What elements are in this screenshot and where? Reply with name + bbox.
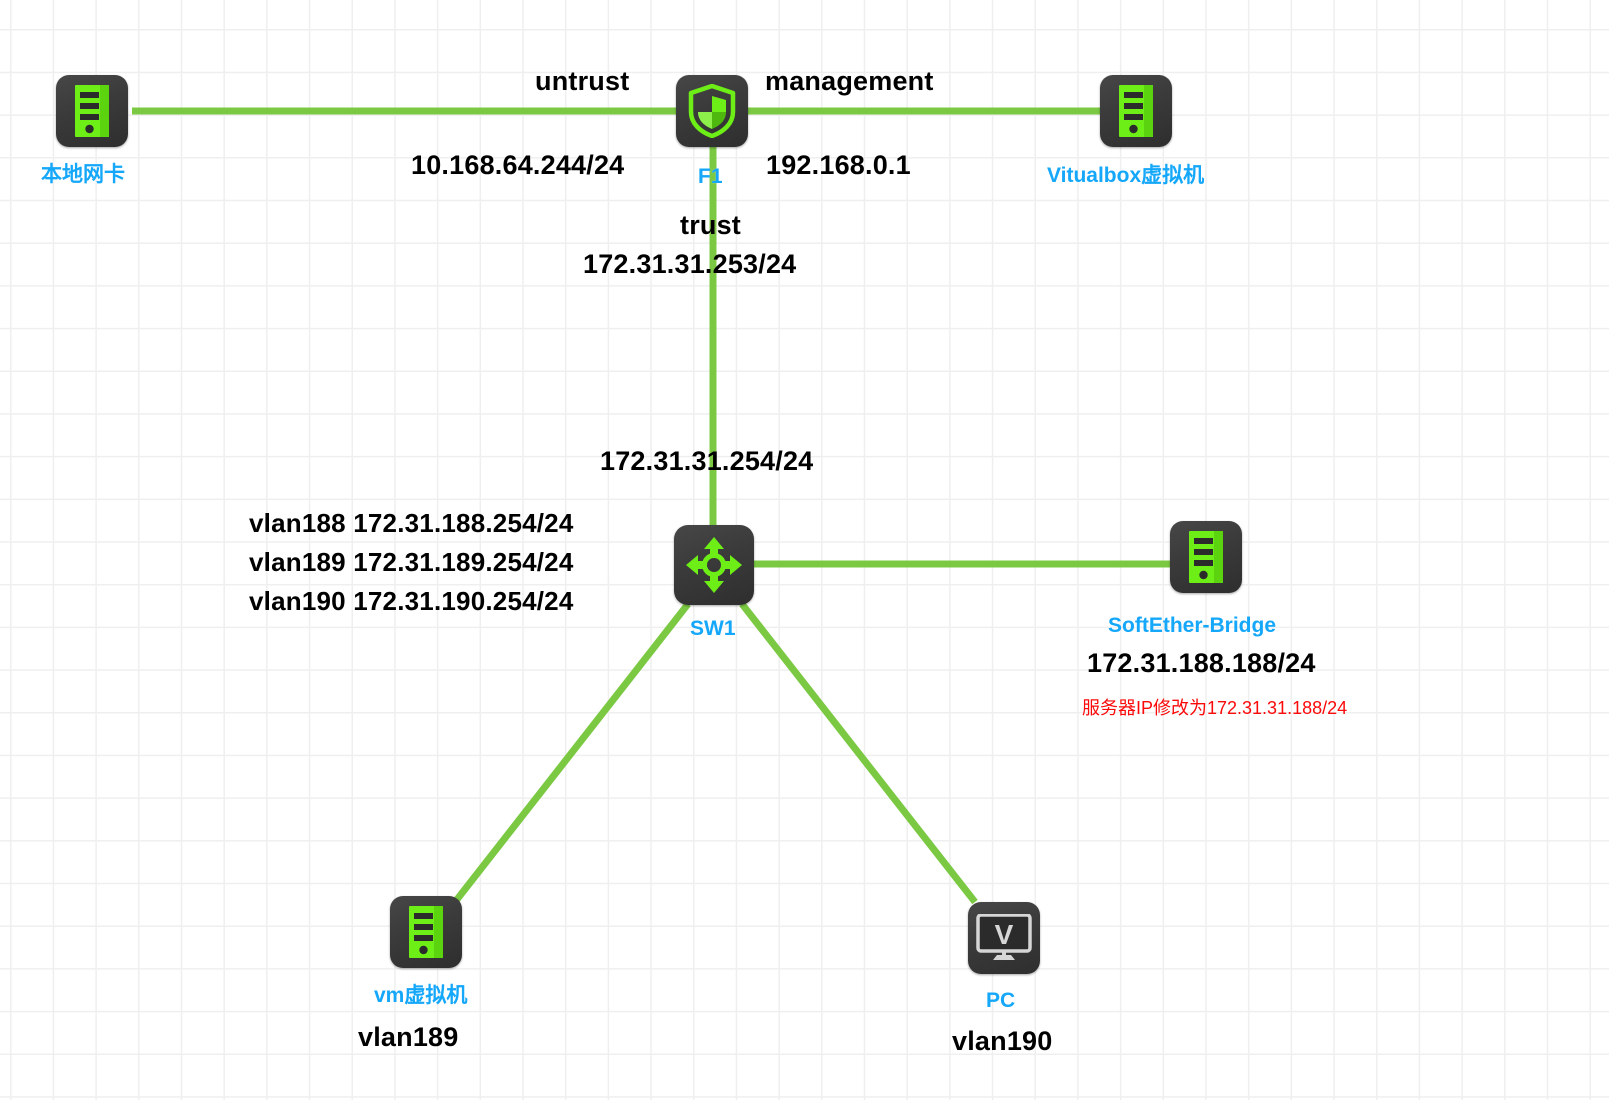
link-switch-to-pc: [739, 601, 978, 905]
server-icon: [406, 905, 446, 959]
annotation-vlan190: vlan190 172.31.190.254/24: [249, 586, 574, 616]
node-label-switch: SW1: [690, 617, 736, 640]
annotation-trust-zone: trust: [680, 210, 741, 240]
node-label-virtualbox-vm: Vitualbox虚拟机: [1047, 164, 1205, 187]
node-pc[interactable]: V: [968, 902, 1040, 974]
link-switch-to-vm: [452, 601, 691, 905]
node-label-softether-bridge: SoftEther-Bridge: [1108, 614, 1276, 637]
switch-arrows-icon: [685, 536, 743, 594]
node-vm[interactable]: [390, 896, 462, 968]
annotation-untrust-ip: 10.168.64.244/24: [411, 150, 625, 180]
monitor-v-icon: V: [976, 914, 1032, 962]
annotation-bridge-note: 服务器IP修改为172.31.31.188/24: [1082, 698, 1348, 718]
annotation-trust-ip: 172.31.31.253/24: [583, 249, 797, 279]
node-local-nic[interactable]: [56, 75, 128, 147]
node-label-firewall: F1: [698, 165, 723, 188]
annotation-vlan189: vlan189 172.31.189.254/24: [249, 547, 574, 577]
node-firewall[interactable]: [676, 75, 748, 147]
annotation-management-zone: management: [765, 66, 934, 96]
server-icon: [1116, 84, 1156, 138]
annotation-pc-vlan: vlan190: [952, 1026, 1053, 1056]
node-virtualbox-vm[interactable]: [1100, 75, 1172, 147]
node-label-pc: PC: [986, 989, 1016, 1012]
annotation-vm-vlan: vlan189: [358, 1022, 459, 1052]
node-label-vm: vm虚拟机: [374, 984, 468, 1007]
svg-text:V: V: [995, 919, 1014, 950]
server-icon: [72, 84, 112, 138]
server-icon: [1186, 530, 1226, 584]
annotation-bridge-ip: 172.31.188.188/24: [1087, 648, 1316, 678]
annotation-management-ip: 192.168.0.1: [766, 150, 911, 180]
node-switch[interactable]: [674, 525, 754, 605]
annotation-vlan188: vlan188 172.31.188.254/24: [249, 508, 574, 538]
node-label-local-nic: 本地网卡: [41, 163, 125, 186]
annotation-switch-uplink-ip: 172.31.31.254/24: [600, 446, 814, 476]
shield-firewall-icon: [688, 84, 736, 138]
annotation-untrust-zone: untrust: [535, 66, 630, 96]
node-softether-bridge[interactable]: [1170, 521, 1242, 593]
